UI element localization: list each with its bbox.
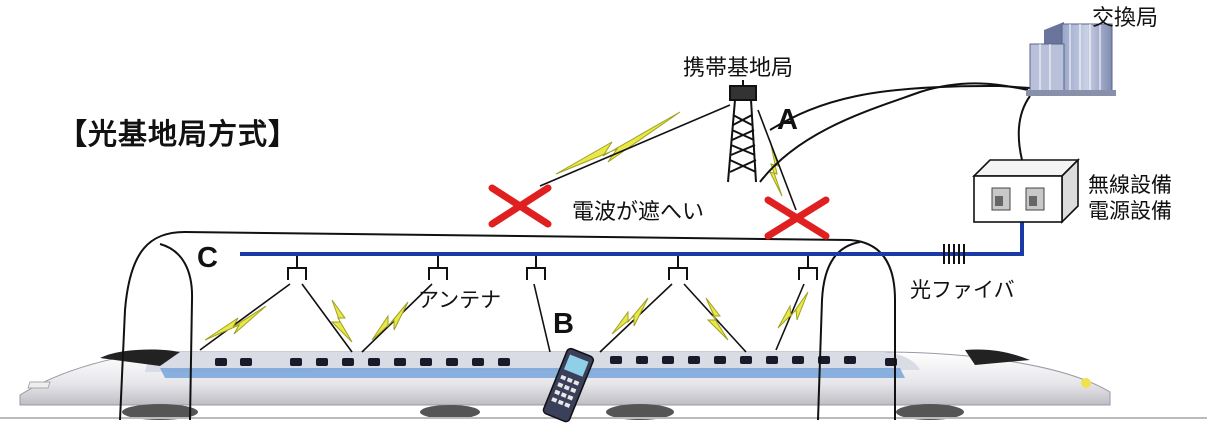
point-a-label: A xyxy=(777,104,798,136)
radio-wave-bolts xyxy=(204,111,809,343)
exchange-building-icon xyxy=(1026,22,1116,96)
lightning-icon xyxy=(769,139,783,197)
lightning-icon xyxy=(777,291,809,329)
cross-icon xyxy=(488,184,552,228)
base-station-tower-icon xyxy=(727,80,757,183)
blocked-label: 電波が遮へい xyxy=(572,200,705,225)
equipment-label-line1: 無線設備 xyxy=(1088,173,1172,197)
equipment-label: 無線設備 電源設備 xyxy=(1088,172,1172,225)
antenna-icon xyxy=(526,256,546,280)
optical-fiber-line xyxy=(240,222,1024,264)
point-b-label: B xyxy=(553,308,574,340)
antenna-label: アンテナ xyxy=(418,288,502,312)
base-station-label: 携帯基地局 xyxy=(683,56,794,81)
exchange-label: 交換局 xyxy=(1092,6,1159,31)
point-c-label: C xyxy=(197,242,218,274)
antenna-icon xyxy=(668,256,688,280)
antenna-icon xyxy=(428,256,448,280)
lightning-icon xyxy=(204,305,267,341)
equipment-label-line2: 電源設備 xyxy=(1088,199,1172,224)
antenna-icon xyxy=(798,256,818,280)
fiber-label: 光ファイバ xyxy=(910,278,1015,302)
lightning-icon xyxy=(371,301,409,341)
blocked-cross-icons xyxy=(488,184,830,240)
mobile-phone-icon xyxy=(542,347,595,423)
lightning-icon xyxy=(555,111,681,175)
antenna-link-lines xyxy=(199,283,805,353)
lightning-icon xyxy=(611,297,649,335)
antenna-group xyxy=(287,256,818,280)
shinkansen-train xyxy=(0,349,1207,420)
blocked-wave-lines xyxy=(539,104,797,211)
radio-equipment-box-icon xyxy=(972,158,1080,224)
tunnel-outline xyxy=(119,230,896,421)
lightning-icon xyxy=(330,299,353,343)
cross-icon xyxy=(764,196,830,240)
lightning-icon xyxy=(705,297,729,341)
diagram-title: 【光基地局方式】 xyxy=(58,117,299,151)
backhaul-cables xyxy=(759,82,1031,183)
antenna-icon xyxy=(287,256,307,280)
